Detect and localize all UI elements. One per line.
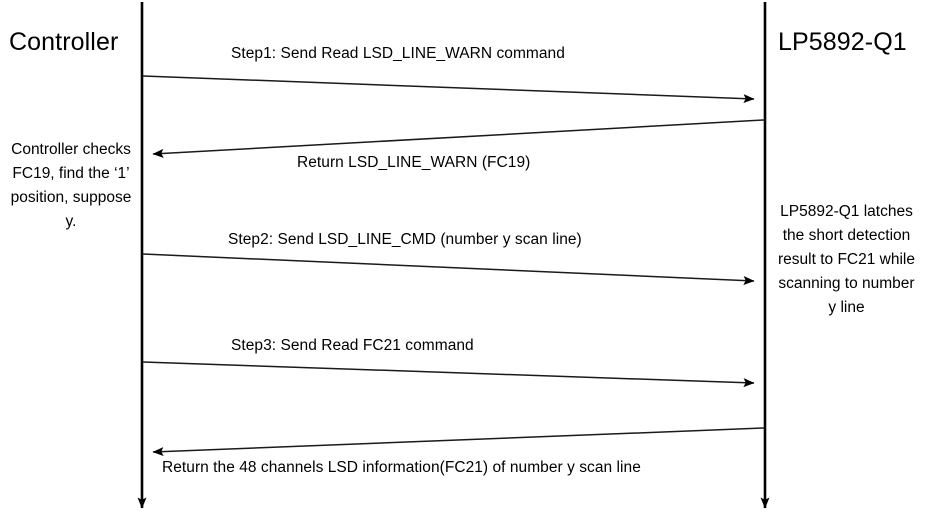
message-label-3: Step2: Send LSD_LINE_CMD (number y scan … <box>228 231 582 248</box>
message-label-1: Step1: Send Read LSD_LINE_WARN command <box>231 45 565 62</box>
message-label-5: Return the 48 channels LSD information(F… <box>162 459 641 476</box>
message-label-4: Step3: Send Read FC21 command <box>231 337 474 354</box>
message-arrow-2 <box>152 119 765 158</box>
note-device: LP5892-Q1 latches the short detection re… <box>778 203 915 316</box>
lifeline-title-device: LP5892-Q1 <box>778 28 907 56</box>
lifeline-title-controller: Controller <box>9 28 119 56</box>
message-arrow-3 <box>142 253 755 286</box>
note-controller: Controller checks FC19, find the ‘1’ pos… <box>10 141 132 230</box>
message-arrow-4 <box>142 361 755 388</box>
message-label-2: Return LSD_LINE_WARN (FC19) <box>297 154 531 171</box>
message-arrow-1 <box>142 75 755 104</box>
message-arrow-5 <box>152 427 765 457</box>
